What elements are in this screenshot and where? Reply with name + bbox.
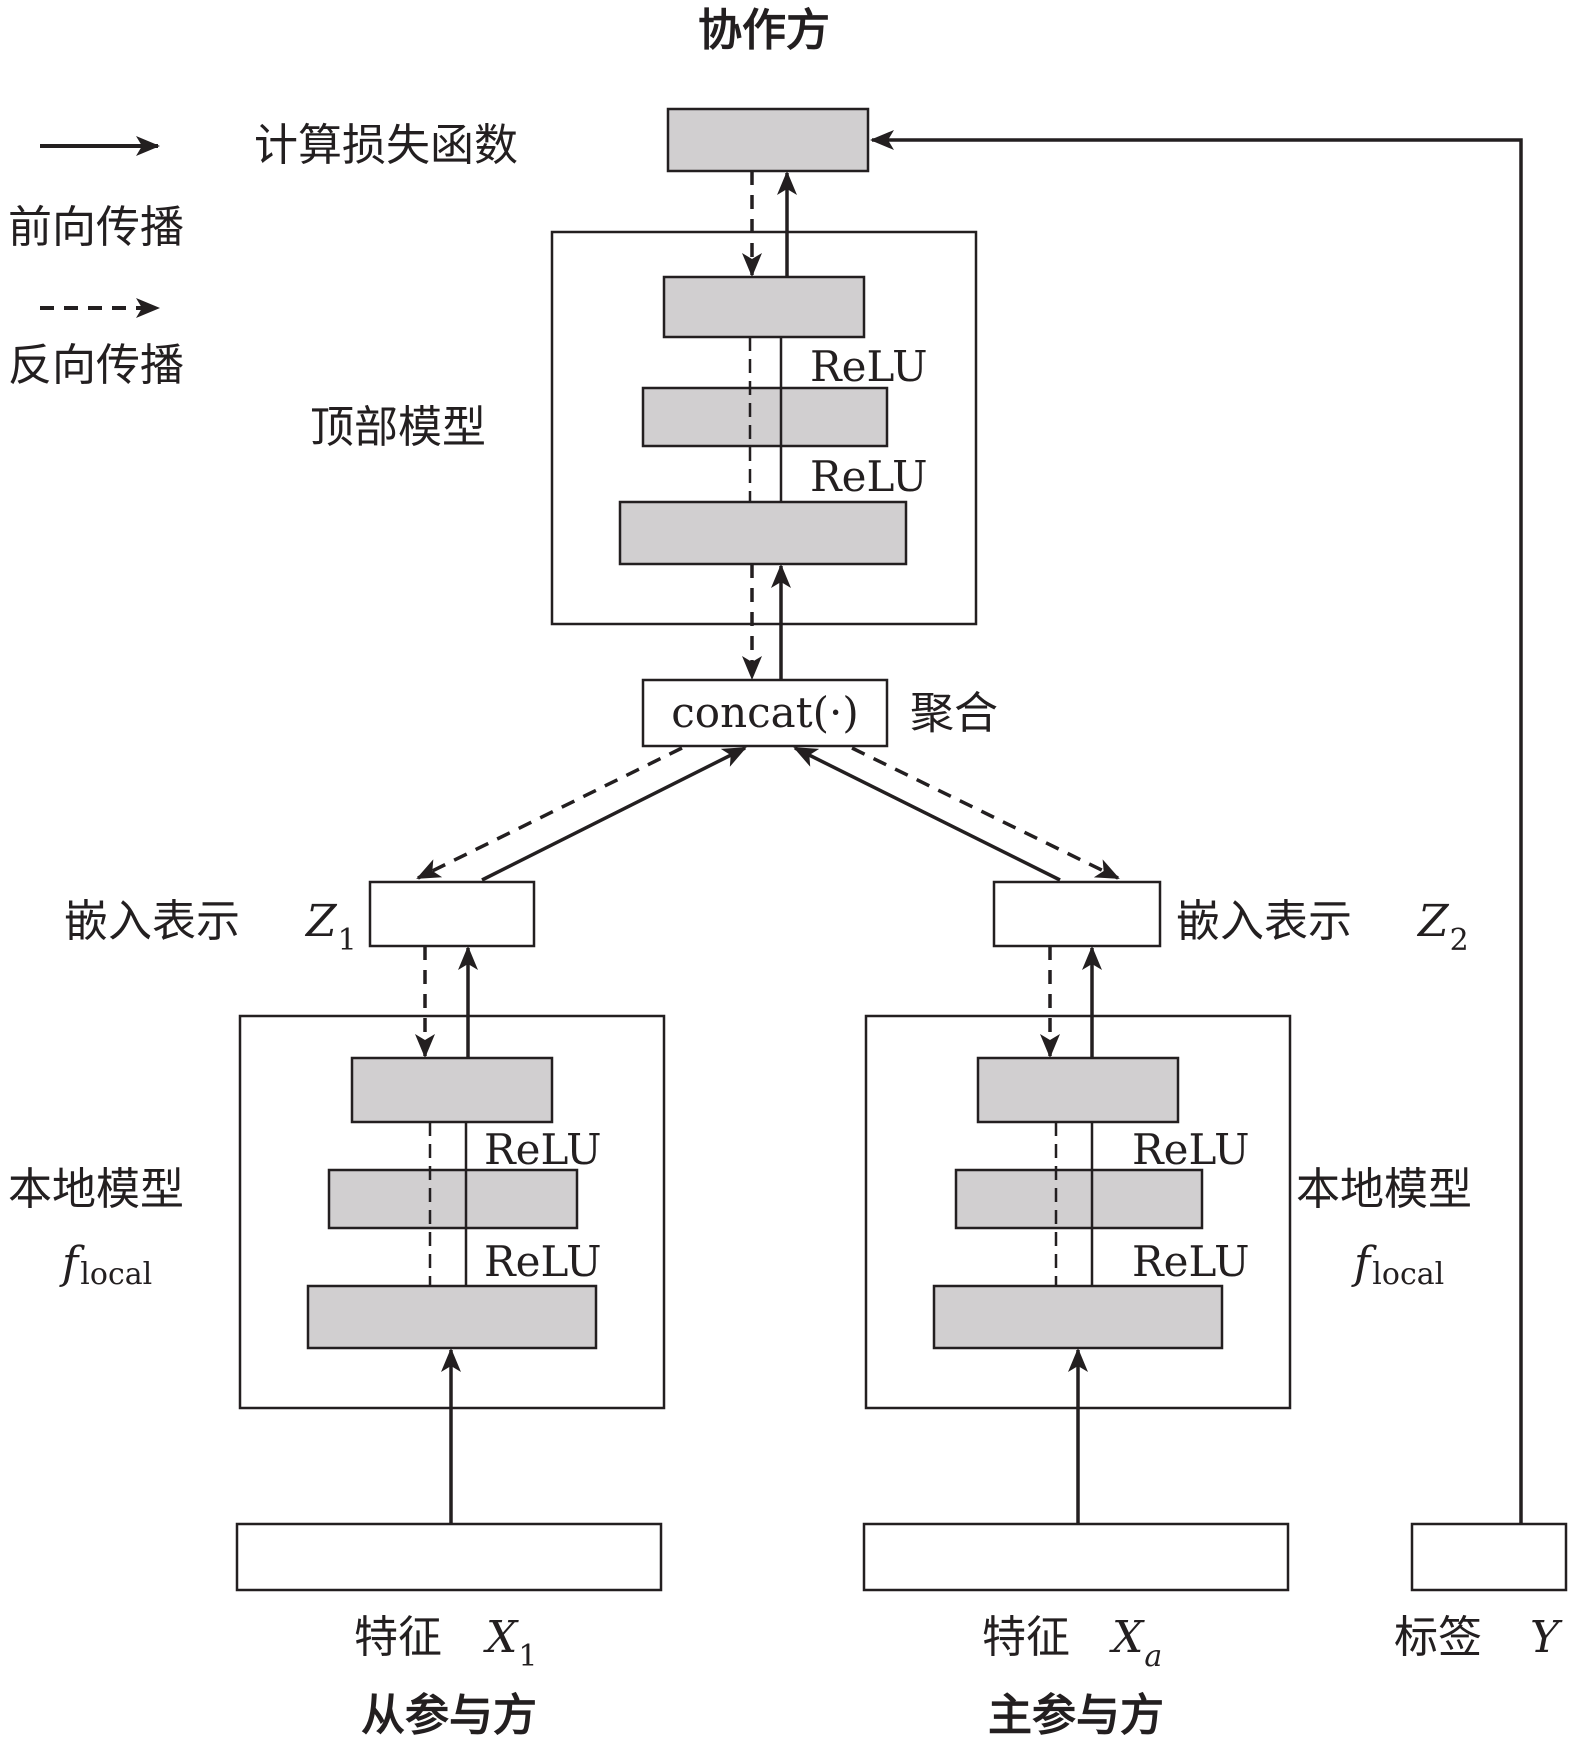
z2-to-concat-solid-arrow — [793, 746, 1061, 882]
left-embedding-box — [368, 880, 536, 948]
top-model-layer-3 — [618, 500, 908, 566]
active-party-label: 主参与方 — [988, 1690, 1164, 1741]
right-feature-label: 特征 — [982, 1612, 1070, 1663]
top-model-label: 顶部模型 — [310, 402, 486, 453]
right-model-layer-1 — [976, 1056, 1180, 1124]
right-model-layer-3 — [932, 1284, 1224, 1350]
right-embedding-sub: 2 — [1450, 923, 1469, 958]
legend-backward-label: 反向传播 — [8, 340, 184, 391]
left-feature-label: 特征 — [354, 1612, 442, 1663]
right-model-var: flocal — [1351, 1238, 1444, 1292]
passive-party: 嵌入表示 Z1 ReLU ReLU 本地模型 flocal 特征 X1 从参与方 — [8, 880, 666, 1741]
top-model-frame — [550, 230, 978, 626]
concat-to-z2-dashed-arrow — [851, 746, 1120, 880]
top-model-layer-2 — [641, 386, 889, 448]
label-to-loss-arrow — [870, 130, 1523, 1524]
left-model-relu-2: ReLU — [484, 1237, 601, 1286]
left-feature-var: X1 — [483, 1612, 537, 1674]
right-feature-box — [862, 1522, 1290, 1592]
right-embedding-var-text: Z — [1416, 896, 1450, 947]
left-embedding-sub: 1 — [338, 923, 357, 958]
right-model-relu-1: ReLU — [1132, 1125, 1249, 1174]
label-node-var: Y — [1530, 1612, 1563, 1663]
legend: 前向传播 反向传播 — [8, 136, 184, 391]
left-model-layer-1 — [350, 1056, 554, 1124]
left-feature-box — [235, 1522, 663, 1592]
right-embedding-var: Z2 — [1416, 896, 1469, 958]
left-model-sub: local — [80, 1257, 152, 1292]
aggregation-label: 聚合 — [910, 688, 998, 739]
left-model-var: flocal — [59, 1238, 152, 1292]
left-model-layer-3 — [306, 1284, 598, 1350]
right-model-sub: local — [1372, 1257, 1444, 1292]
right-feature-var-text: X — [1109, 1612, 1145, 1663]
left-embedding-var: Z1 — [304, 896, 357, 958]
right-feature-sub: a — [1144, 1639, 1162, 1674]
label-box — [1410, 1522, 1568, 1592]
z1-to-concat-solid-arrow — [481, 746, 747, 882]
left-embedding-var-text: Z — [304, 896, 338, 947]
loss-function-box — [666, 107, 870, 173]
left-embedding-label: 嵌入表示 — [64, 896, 240, 947]
left-model-layer-2 — [327, 1168, 579, 1230]
left-model-relu-1: ReLU — [484, 1125, 601, 1174]
right-feature-var: Xa — [1109, 1612, 1162, 1674]
concat-node — [641, 678, 889, 748]
right-model-layer-2 — [954, 1168, 1204, 1230]
concat-node-text: concat(·) — [671, 688, 858, 737]
right-model-relu-2: ReLU — [1132, 1237, 1249, 1286]
left-feature-var-text: X — [483, 1612, 519, 1663]
top-model-layer-1 — [662, 275, 866, 339]
diagram-title: 协作方 — [698, 5, 830, 56]
concat-to-z1-dashed-arrow — [416, 746, 683, 880]
label-node-label: 标签 — [1394, 1612, 1482, 1663]
passive-party-label: 从参与方 — [361, 1690, 537, 1741]
legend-forward-label: 前向传播 — [8, 202, 184, 253]
right-embedding-box — [992, 880, 1162, 948]
loss-function-label: 计算损失函数 — [254, 120, 518, 171]
top-model-relu-1: ReLU — [810, 342, 927, 391]
right-embedding-label: 嵌入表示 — [1176, 896, 1352, 947]
left-feature-sub: 1 — [518, 1639, 537, 1674]
left-model-label: 本地模型 — [8, 1164, 184, 1215]
active-party: 嵌入表示 Z2 ReLU ReLU 本地模型 flocal 特征 Xa 主参与方 — [862, 880, 1472, 1741]
left-embedding-label-text: 嵌入表示 — [64, 896, 240, 947]
right-model-label: 本地模型 — [1296, 1164, 1472, 1215]
top-model-relu-2: ReLU — [810, 452, 927, 501]
